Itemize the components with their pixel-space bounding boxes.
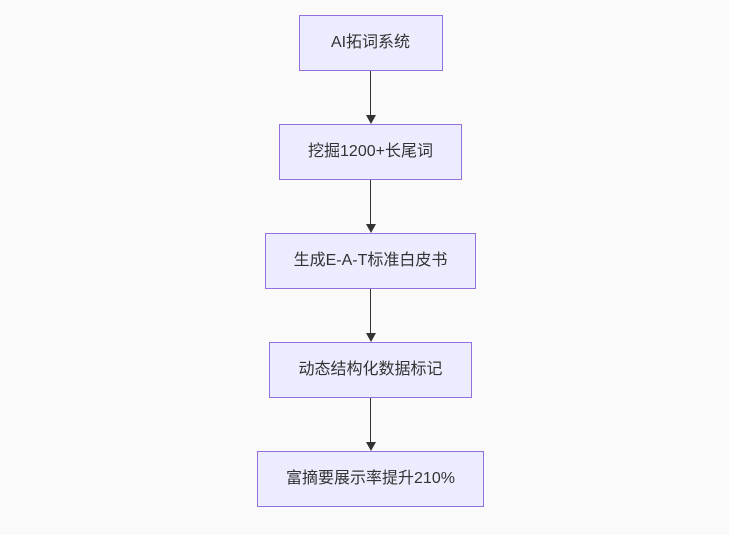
arrow-line [369, 289, 372, 333]
flow-arrow-4 [365, 398, 376, 451]
arrow-line [369, 398, 372, 442]
node-label: 挖掘1200+长尾词 [308, 143, 433, 160]
flow-arrow-3 [365, 289, 376, 342]
arrowhead-down-icon [365, 224, 376, 233]
node-label: 动态结构化数据标记 [298, 361, 443, 378]
flowchart-column: AI拓词系统 挖掘1200+长尾词 生成E-A-T标准白皮书 动态结构化数据标记 [6, 0, 729, 507]
node-label: 生成E-A-T标准白皮书 [293, 252, 448, 269]
arrow-line [369, 180, 372, 224]
node-label: 富摘要展示率提升210% [286, 470, 455, 487]
node-label: AI拓词系统 [330, 34, 411, 51]
flow-node-structured-data-markup: 动态结构化数据标记 [269, 342, 472, 398]
arrow-line [369, 71, 372, 115]
arrowhead-down-icon [365, 115, 376, 124]
arrowhead-down-icon [365, 333, 376, 342]
arrowhead-down-icon [365, 442, 376, 451]
flow-node-ai-keyword-system: AI拓词系统 [298, 15, 443, 71]
flow-arrow-1 [365, 71, 376, 124]
flow-node-longtail-mining: 挖掘1200+长尾词 [279, 124, 462, 180]
flow-arrow-2 [365, 180, 376, 233]
flow-node-eat-whitepaper: 生成E-A-T标准白皮书 [264, 233, 477, 289]
flow-node-rich-snippet-uplift: 富摘要展示率提升210% [257, 451, 484, 507]
